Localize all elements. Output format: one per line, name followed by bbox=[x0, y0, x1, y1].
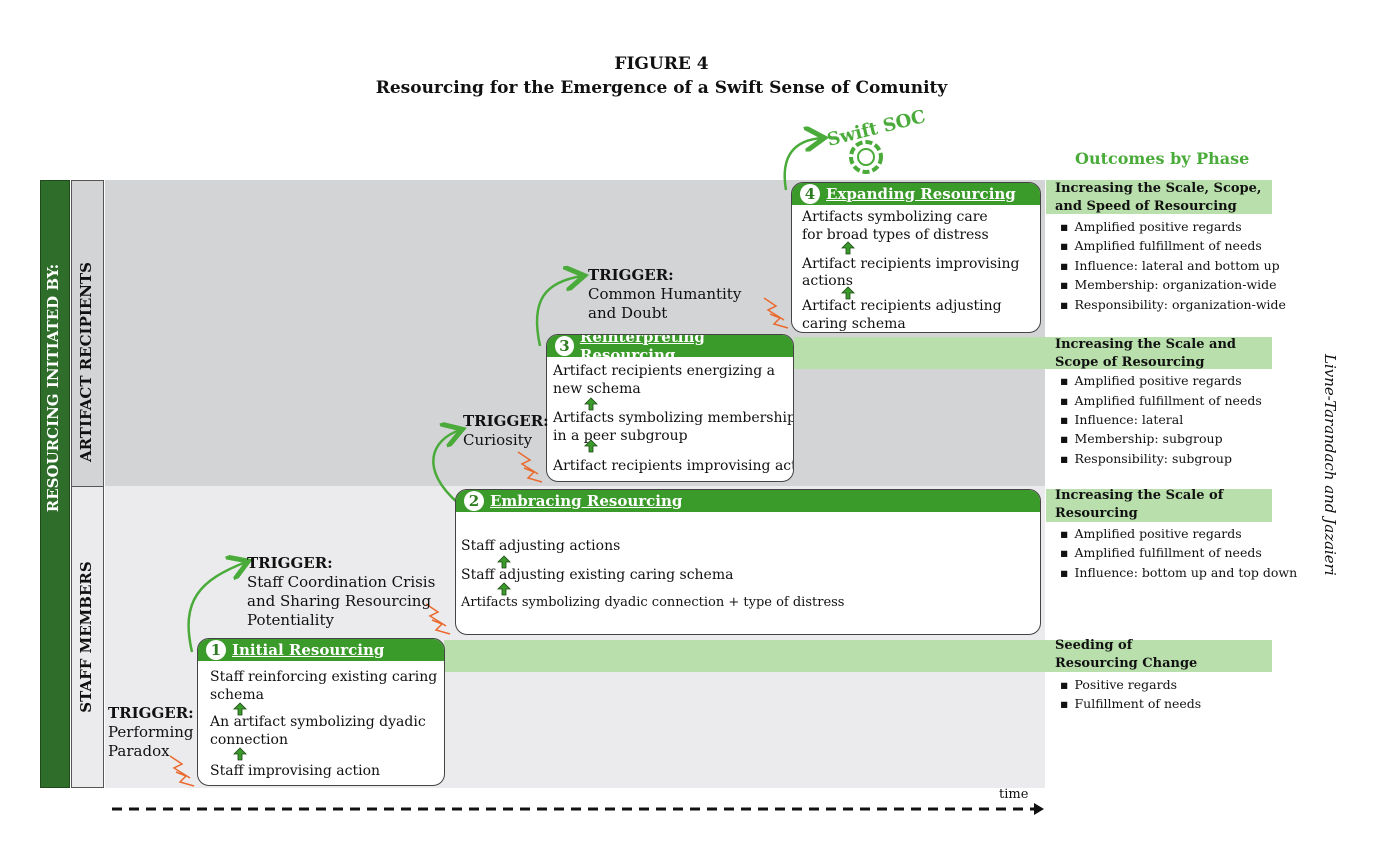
outcome-bullet: Amplified positive regards bbox=[1060, 526, 1241, 542]
outcome-bar-2 bbox=[1046, 489, 1272, 522]
phase-3-name: Reinterpreting Resourcing bbox=[579, 334, 705, 364]
phase-4-line: Artifacts symbolizing care bbox=[802, 209, 988, 225]
trigger-1: TRIGGER: Performing Paradox bbox=[108, 704, 194, 761]
trigger-2-text: and Sharing Resourcing bbox=[247, 592, 432, 610]
phase-4-name: Expanding Resourcing bbox=[826, 185, 1016, 203]
trigger-bolts bbox=[169, 297, 789, 787]
arrow-phase3-to-trigger4 bbox=[535, 276, 582, 347]
phase-2-header: 2 Embracing Resourcing bbox=[456, 490, 1040, 512]
outcome-title-line: Resourcing Change bbox=[1055, 656, 1198, 671]
phase1-extension bbox=[444, 640, 1046, 672]
outcome-1-title: Seeding of Resourcing Change bbox=[1055, 637, 1197, 673]
outcome-4-title: Increasing the Scale, Scope, and Speed o… bbox=[1055, 180, 1261, 216]
trigger-3: TRIGGER: Curiosity bbox=[463, 412, 549, 450]
outcome-bullet: Amplified positive regards bbox=[1060, 219, 1241, 235]
outcome-bar-4 bbox=[1046, 180, 1272, 214]
time-axis-head bbox=[1034, 803, 1044, 815]
trigger-1-label: TRIGGER: bbox=[108, 704, 194, 722]
staff-row-label-bg bbox=[71, 486, 104, 788]
phase3-extension bbox=[794, 337, 1046, 369]
outcome-bullet: Influence: lateral and bottom up bbox=[1060, 258, 1279, 274]
trigger-2-label: TRIGGER: bbox=[247, 554, 333, 572]
outcome-bullet: Amplified fulfillment of needs bbox=[1060, 393, 1261, 409]
phase-4-box: 4 Expanding Resourcing Artifacts symboli… bbox=[791, 182, 1041, 333]
outcome-bullet: Amplified fulfillment of needs bbox=[1060, 238, 1261, 254]
phase-1-number: 1 bbox=[206, 640, 226, 660]
arrow-phase4-to-swift-soc bbox=[783, 138, 822, 191]
outcome-bullet: Responsibility: organization-wide bbox=[1060, 297, 1285, 313]
phase-3-line: Artifacts symbolizing membership bbox=[553, 410, 794, 426]
outcome-bullet: Amplified fulfillment of needs bbox=[1060, 545, 1261, 561]
phase-2-line: Staff adjusting existing caring schema bbox=[461, 567, 734, 583]
outcomes-heading: Outcomes by Phase bbox=[1075, 149, 1250, 168]
outcome-3-title: Increasing the Scale and Scope of Resour… bbox=[1055, 336, 1236, 372]
phase-2-name: Embracing Resourcing bbox=[490, 492, 683, 510]
phase-1-line: Staff reinforcing existing caring bbox=[210, 669, 438, 685]
initiated-by-bar bbox=[40, 180, 70, 788]
outcome-bullet: Positive regards bbox=[1060, 677, 1177, 693]
phase-3-line: in a peer subgroup bbox=[553, 428, 688, 444]
outcome-bullet: Influence: lateral bbox=[1060, 412, 1183, 428]
outcome-title-line: Scope of Resourcing bbox=[1055, 355, 1205, 370]
trigger-4: TRIGGER: Common Humantity and Doubt bbox=[588, 266, 741, 323]
phase-4-line: for broad types of distress bbox=[802, 227, 989, 243]
outcome-bullet: Amplified positive regards bbox=[1060, 373, 1241, 389]
phase-2-line: Staff adjusting actions bbox=[461, 538, 621, 554]
phase-4-line: Artifact recipients adjusting bbox=[802, 298, 1002, 314]
outcome-title-line: Increasing the Scale of bbox=[1055, 488, 1224, 503]
phase-4-line: actions bbox=[802, 273, 853, 289]
trigger-4-text: and Doubt bbox=[588, 304, 668, 322]
outcome-title-line: Increasing the Scale and bbox=[1055, 337, 1236, 352]
outcome-title-line: Seeding of bbox=[1055, 638, 1133, 653]
outcome-title-line: Increasing the Scale, Scope, bbox=[1055, 181, 1262, 196]
trigger-2-text: Staff Coordination Crisis bbox=[247, 573, 436, 591]
phase-2-line: Artifacts symbolizing dyadic connection … bbox=[461, 595, 845, 610]
outcome-bullet: Membership: subgroup bbox=[1060, 431, 1222, 447]
author-credit: Livne-Tarandach and Jazaieri bbox=[1321, 354, 1339, 576]
trigger-4-text: Common Humantity bbox=[588, 285, 742, 303]
phase-3-line: Artifact recipients energizing a bbox=[553, 363, 775, 379]
phase-2-number: 2 bbox=[464, 491, 484, 511]
trigger-3-label: TRIGGER: bbox=[463, 412, 549, 430]
phase-1-header: 1 Initial Resourcing bbox=[198, 639, 444, 661]
trigger-2-text: Potentiality bbox=[247, 611, 334, 629]
phase-2-box: 2 Embracing Resourcing Staff adjusting a… bbox=[455, 489, 1041, 635]
phase-1-line: Staff improvising action bbox=[210, 763, 381, 779]
trigger-3-text: Curiosity bbox=[463, 431, 533, 449]
phase-1-line: schema bbox=[210, 687, 264, 703]
swift-soc-icon bbox=[849, 140, 883, 174]
time-label: time bbox=[999, 787, 1029, 802]
phase-1-name: Initial Resourcing bbox=[232, 641, 385, 659]
phase-3-box: 3 Reinterpreting Resourcing Artifact rec… bbox=[546, 334, 794, 482]
outcome-bullet: Membership: organization-wide bbox=[1060, 277, 1276, 293]
phase-3-number: 3 bbox=[555, 336, 574, 356]
phase-4-header: 4 Expanding Resourcing bbox=[792, 183, 1040, 205]
outcome-bullet: Responsibility: subgroup bbox=[1060, 451, 1232, 467]
phase-4-line: Artifact recipients improvising bbox=[802, 256, 1020, 272]
phase-1-line: An artifact symbolizing dyadic bbox=[210, 714, 426, 730]
outcome-title-line: Resourcing bbox=[1055, 506, 1138, 521]
phase-3-line: Artifact recipients improvising action bbox=[553, 458, 794, 474]
phase-4-line: caring schema bbox=[802, 316, 906, 332]
outcome-title-line: and Speed of Resourcing bbox=[1055, 199, 1237, 214]
figure-title: Resourcing for the Emergence of a Swift … bbox=[375, 78, 948, 98]
outcome-bar-1 bbox=[1046, 640, 1272, 672]
figure-number: FIGURE 4 bbox=[614, 54, 709, 74]
up-arrow-icons bbox=[233, 241, 855, 761]
trigger-2: TRIGGER: Staff Coordination Crisis and S… bbox=[247, 554, 435, 630]
arrow-phase1-to-trigger2 bbox=[187, 562, 246, 653]
outcome-bullet: Fulfillment of needs bbox=[1060, 696, 1201, 712]
phase-3-line: new schema bbox=[553, 381, 641, 397]
outcome-bullet: Influence: bottom up and top down bbox=[1060, 565, 1297, 581]
trigger-1-text: Performing bbox=[108, 723, 194, 741]
outcome-bar-3 bbox=[1046, 337, 1272, 369]
trigger-1-text: Paradox bbox=[108, 742, 170, 760]
outcome-2-title: Increasing the Scale of Resourcing bbox=[1055, 487, 1223, 523]
phase-3-header: 3 Reinterpreting Resourcing bbox=[547, 335, 793, 364]
phase-1-line: connection bbox=[210, 732, 288, 748]
arrow-phase2-to-trigger3 bbox=[432, 430, 460, 504]
trigger-4-label: TRIGGER: bbox=[588, 266, 674, 284]
phase-4-number: 4 bbox=[800, 184, 820, 204]
